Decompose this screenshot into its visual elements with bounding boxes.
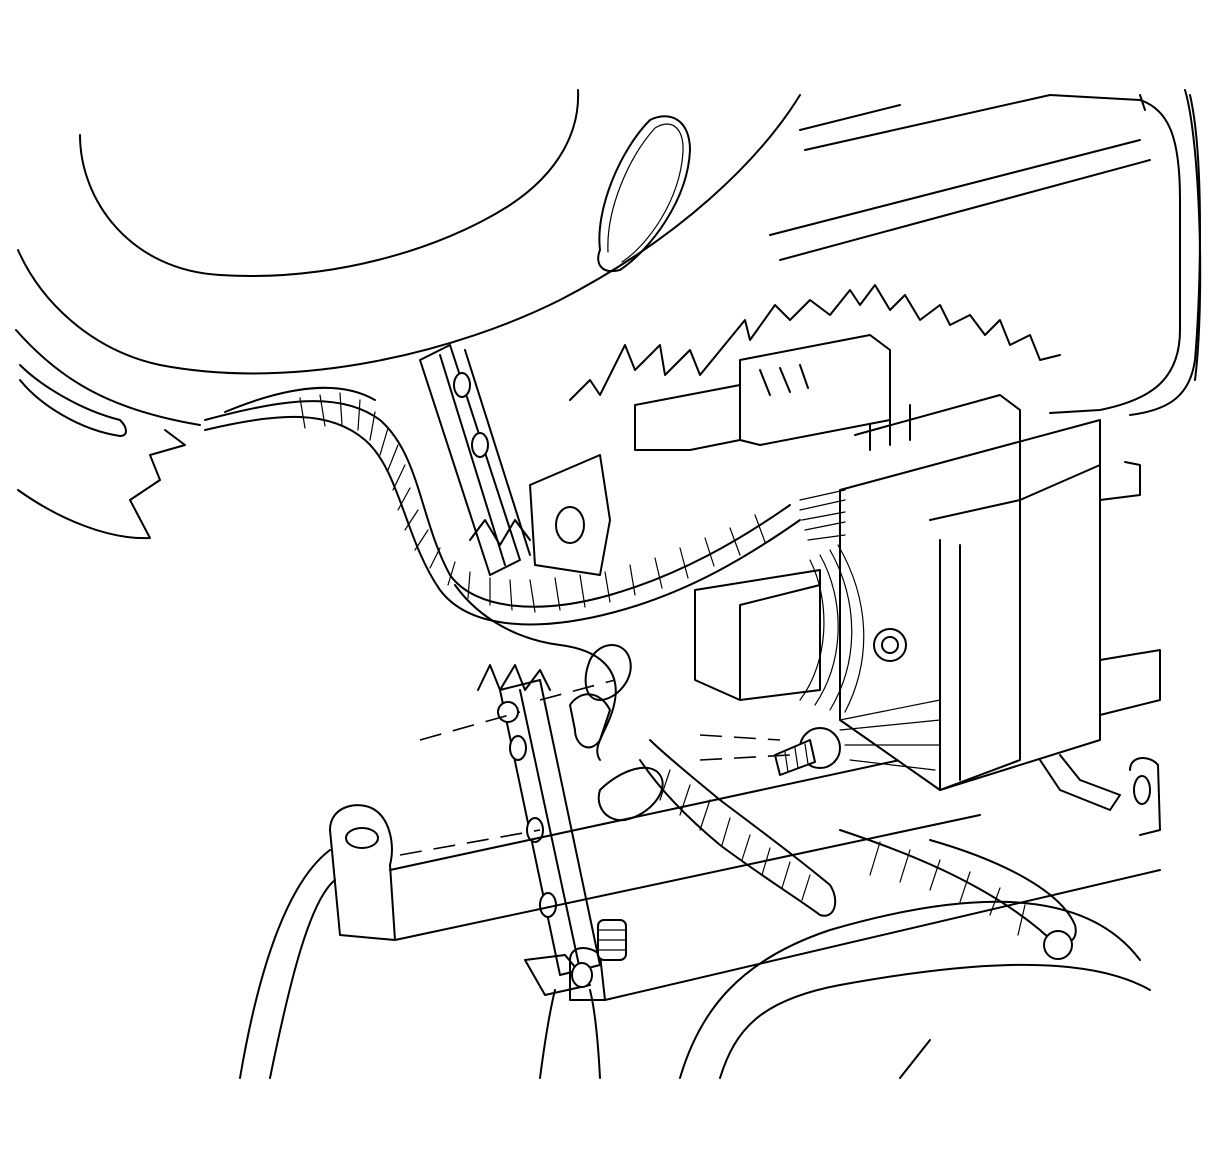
electronic-control-module [839, 394, 1161, 811]
wiring-harness [204, 386, 1077, 960]
harness-connector [634, 334, 891, 701]
mounting-bolt [774, 727, 841, 776]
installation-guide-lines [399, 679, 791, 856]
harness-retainer-clip [497, 644, 632, 749]
mounting-stud [597, 919, 627, 961]
module-mounting-bracket [239, 757, 1161, 1079]
instrument-panel-lower-trim [15, 89, 1202, 540]
module-mounting-bracket [419, 344, 611, 996]
